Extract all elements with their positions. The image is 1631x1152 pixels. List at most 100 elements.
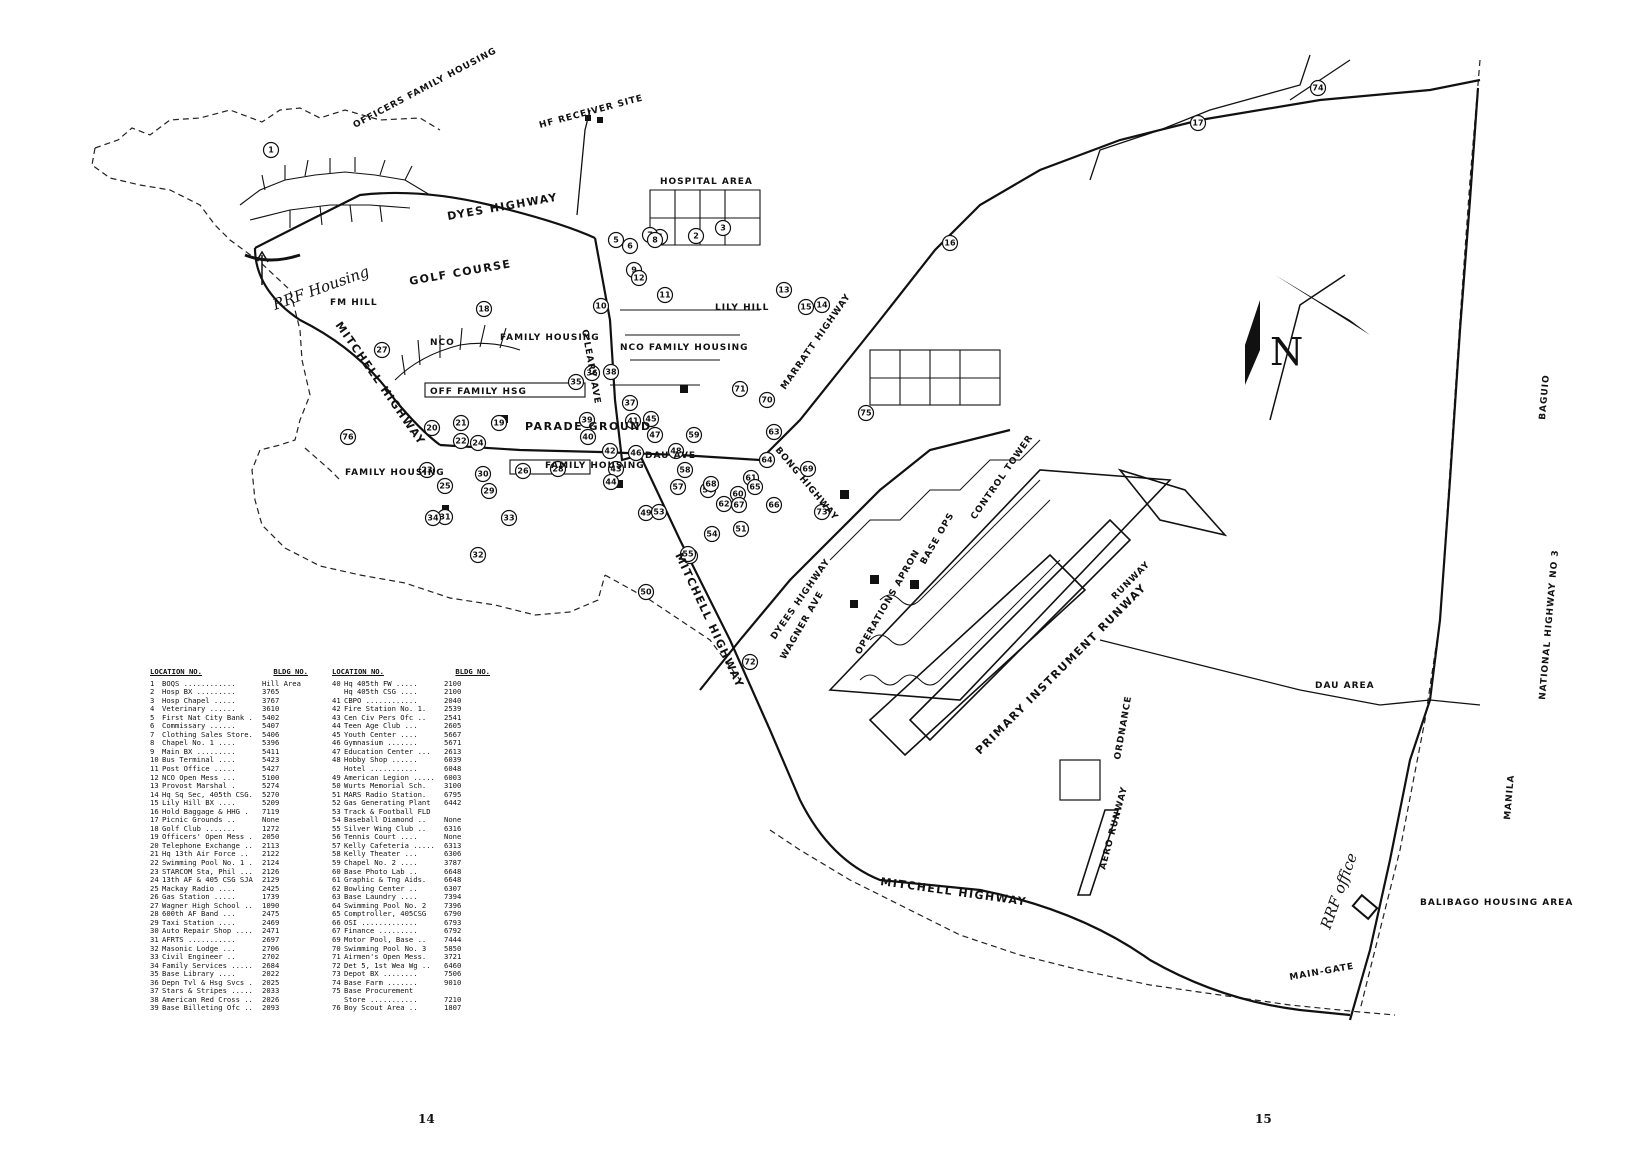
location-marker: 16 <box>941 234 959 252</box>
label-hf-receiver-site: HF RECEIVER SITE <box>538 93 644 130</box>
dyes-highway-road <box>254 191 596 249</box>
location-marker: 58 <box>676 461 694 479</box>
legend-location-name: OSI ............. <box>344 918 418 927</box>
legend-location-number: 49 <box>332 772 341 782</box>
location-marker: 55 <box>679 545 697 563</box>
legend-location-name: Main BX ......... <box>162 747 236 756</box>
legend-location-number: 17 <box>150 815 159 825</box>
legend-location-name: Auto Repair Shop .... <box>162 927 253 936</box>
location-marker-number: 33 <box>503 514 514 523</box>
legend-location-number: 26 <box>150 892 159 902</box>
legend-building-number: 2022 <box>262 969 280 979</box>
location-marker: 19 <box>490 414 508 432</box>
label-golf-course: GOLF COURSE <box>408 257 512 288</box>
legend-location-header-2: LOCATION NO. <box>332 667 384 676</box>
legend-building-number: 2605 <box>444 721 462 731</box>
location-marker: 76 <box>339 428 357 446</box>
legend-location-name: Bus Terminal .... <box>162 756 236 765</box>
legend-location-name: Commissary ...... <box>162 722 236 731</box>
location-marker: 36 <box>583 364 601 382</box>
legend-location-name: Hq 405th CSG .... <box>344 688 418 697</box>
label-bong-highway: BONG HIGHWAY <box>773 446 840 523</box>
location-marker-number: 59 <box>688 431 700 440</box>
location-marker: 65 <box>746 478 764 496</box>
legend-building-number: 2040 <box>444 695 462 705</box>
legend-location-name: Masonic Lodge ... <box>162 944 236 953</box>
legend-building-number: 6048 <box>444 764 462 774</box>
legend-location-number: 63 <box>332 892 341 902</box>
area-labels: OFFICERS FAMILY HOUSING HF RECEIVER SITE… <box>330 46 1572 983</box>
legend-building-number: 6648 <box>444 875 462 885</box>
legend-location-number: 18 <box>150 823 159 833</box>
legend-location-number: 37 <box>150 986 159 996</box>
location-marker: 67 <box>730 496 748 514</box>
label-family-housing-west: FAMILY HOUSING <box>345 468 445 478</box>
legend-building-number: 5427 <box>262 764 280 774</box>
location-marker-number: 3 <box>720 224 726 233</box>
location-marker: 50 <box>637 583 655 601</box>
legend-building-number: 7394 <box>444 892 462 902</box>
legend-location-name: Comptroller, 405CSG <box>344 910 427 919</box>
legend-building-number: None <box>444 815 462 825</box>
legend-location-number: 7 <box>150 729 155 739</box>
north-letter: N <box>1270 330 1303 374</box>
handwritten-rrf-office: RRF office <box>1317 850 1361 932</box>
legend-location-number: 14 <box>150 789 159 799</box>
legend-building-number: 5667 <box>444 729 462 739</box>
location-marker-number: 43 <box>610 465 621 474</box>
legend-location-number: 51 <box>332 789 341 799</box>
location-marker-number: 53 <box>653 508 664 517</box>
legend-location-name: Depot BX ........ <box>344 970 418 979</box>
legend-building-number: 5209 <box>262 798 280 808</box>
legend-location-name: Veterinary ...... <box>162 705 236 714</box>
location-marker-number: 68 <box>705 480 717 489</box>
legend-location-name: Finance ......... <box>344 927 418 936</box>
location-marker: 8 <box>646 231 664 249</box>
legend-building-number: Hill Area <box>262 678 301 688</box>
location-marker: 13 <box>775 281 793 299</box>
label-national-highway: NATIONAL HIGHWAY NO 3 <box>1538 549 1561 700</box>
hospital-area-streets <box>610 189 761 386</box>
location-marker-number: 25 <box>439 482 451 491</box>
legend-location-number: 62 <box>332 883 341 893</box>
dyees-highway-road <box>699 428 1011 691</box>
nco-housing-streets <box>394 324 591 475</box>
legend-building-number: 2025 <box>262 977 280 987</box>
legend-location-name: Wurts Memorial Sch. <box>344 782 427 791</box>
legend-location-name: Taxi Station .... <box>162 918 236 927</box>
location-marker: 69 <box>799 460 817 478</box>
legend-location-name: Lily Hill BX .... <box>162 799 236 808</box>
legend-building-number: 5671 <box>444 738 462 748</box>
hf-receiver-road <box>576 109 591 216</box>
location-marker: 74 <box>1309 79 1327 97</box>
legend-location-name: Hobby Shop ...... <box>344 756 418 765</box>
location-marker-number: 17 <box>1192 119 1203 128</box>
legend-location-name: Motor Pool, Base .. <box>344 935 427 944</box>
legend-location-number: 66 <box>332 917 341 927</box>
location-marker-number: 67 <box>733 501 744 510</box>
legend-building-number: 2122 <box>262 849 280 859</box>
legend-header-1: LOCATION NO. BLDG NO. <box>150 667 308 677</box>
legend-location-name: Swimming Pool No. 3 <box>344 944 427 953</box>
label-family-housing-south: FAMILY HOUSING <box>545 461 645 471</box>
location-marker-number: 35 <box>570 378 582 387</box>
location-marker: 63 <box>765 423 783 441</box>
location-marker-number: 38 <box>605 368 617 377</box>
legend-location-name: Hq 405th FW ..... <box>344 679 418 688</box>
legend-location-number: 34 <box>150 960 159 970</box>
legend-location-name: Bowling Center .. <box>344 884 418 893</box>
